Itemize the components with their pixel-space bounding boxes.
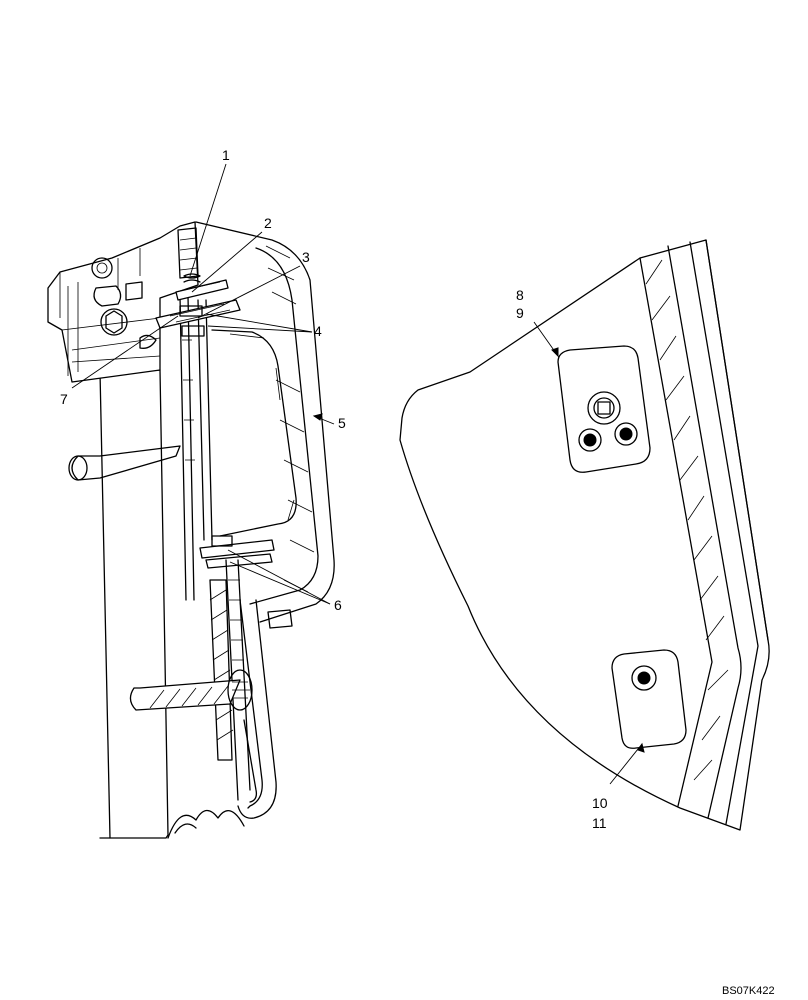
drawing-code: BS07K422 xyxy=(722,985,775,997)
leader-lines xyxy=(71,163,645,785)
callout-11: 11 xyxy=(592,815,607,831)
callout-3: 3 xyxy=(302,249,310,265)
callout-10: 10 xyxy=(592,795,608,811)
right-side-panel xyxy=(399,239,770,831)
callout-4: 4 xyxy=(314,323,322,339)
callout-labels: 1 2 3 4 5 6 7 8 9 10 11 xyxy=(60,147,608,831)
callout-7: 7 xyxy=(60,391,68,407)
left-assembly-section xyxy=(47,221,335,839)
callout-8: 8 xyxy=(516,287,524,303)
callout-2: 2 xyxy=(264,215,272,231)
callout-6: 6 xyxy=(334,597,342,613)
callout-1: 1 xyxy=(222,147,230,163)
callout-5: 5 xyxy=(338,415,346,431)
callout-9: 9 xyxy=(516,305,524,321)
